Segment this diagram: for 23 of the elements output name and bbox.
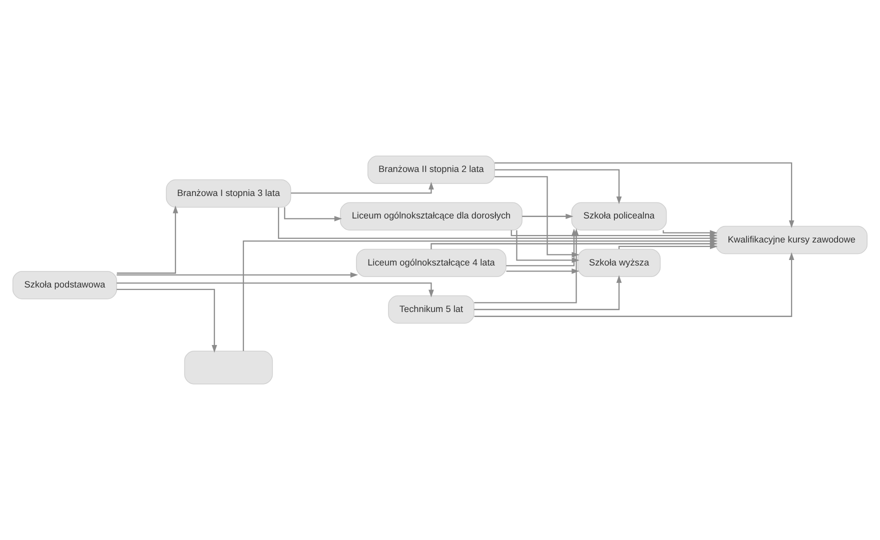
node-box: Branżowa I stopnia 3 lata (166, 179, 292, 208)
arrow (291, 182, 434, 194)
arrow (116, 272, 358, 278)
node-box: Branżowa II stopnia 2 lata (367, 156, 495, 184)
node-box (184, 350, 273, 384)
arrow (116, 206, 178, 274)
node-box: Szkoła podstawowa (12, 270, 118, 300)
arrow (662, 230, 718, 236)
arrow (116, 282, 434, 298)
node-box: Kwalifikacyjne kursy zawodowe (716, 226, 868, 254)
arrow (618, 244, 718, 250)
node-box: Liceum ogólnokształcące dla dorosłych (340, 202, 522, 230)
arrow (522, 214, 574, 220)
node-box: Technikum 5 lat (388, 295, 474, 324)
node-box: Szkoła policealna (571, 202, 667, 230)
node-box: Szkoła wyższa (577, 248, 661, 278)
arrow (116, 288, 218, 353)
arrow (474, 275, 622, 310)
arrow (494, 162, 794, 228)
node-box: Liceum ogólnokształcące 4 lata (356, 248, 506, 278)
arrow (284, 207, 342, 222)
arrow (506, 268, 580, 274)
arrow (494, 169, 622, 204)
